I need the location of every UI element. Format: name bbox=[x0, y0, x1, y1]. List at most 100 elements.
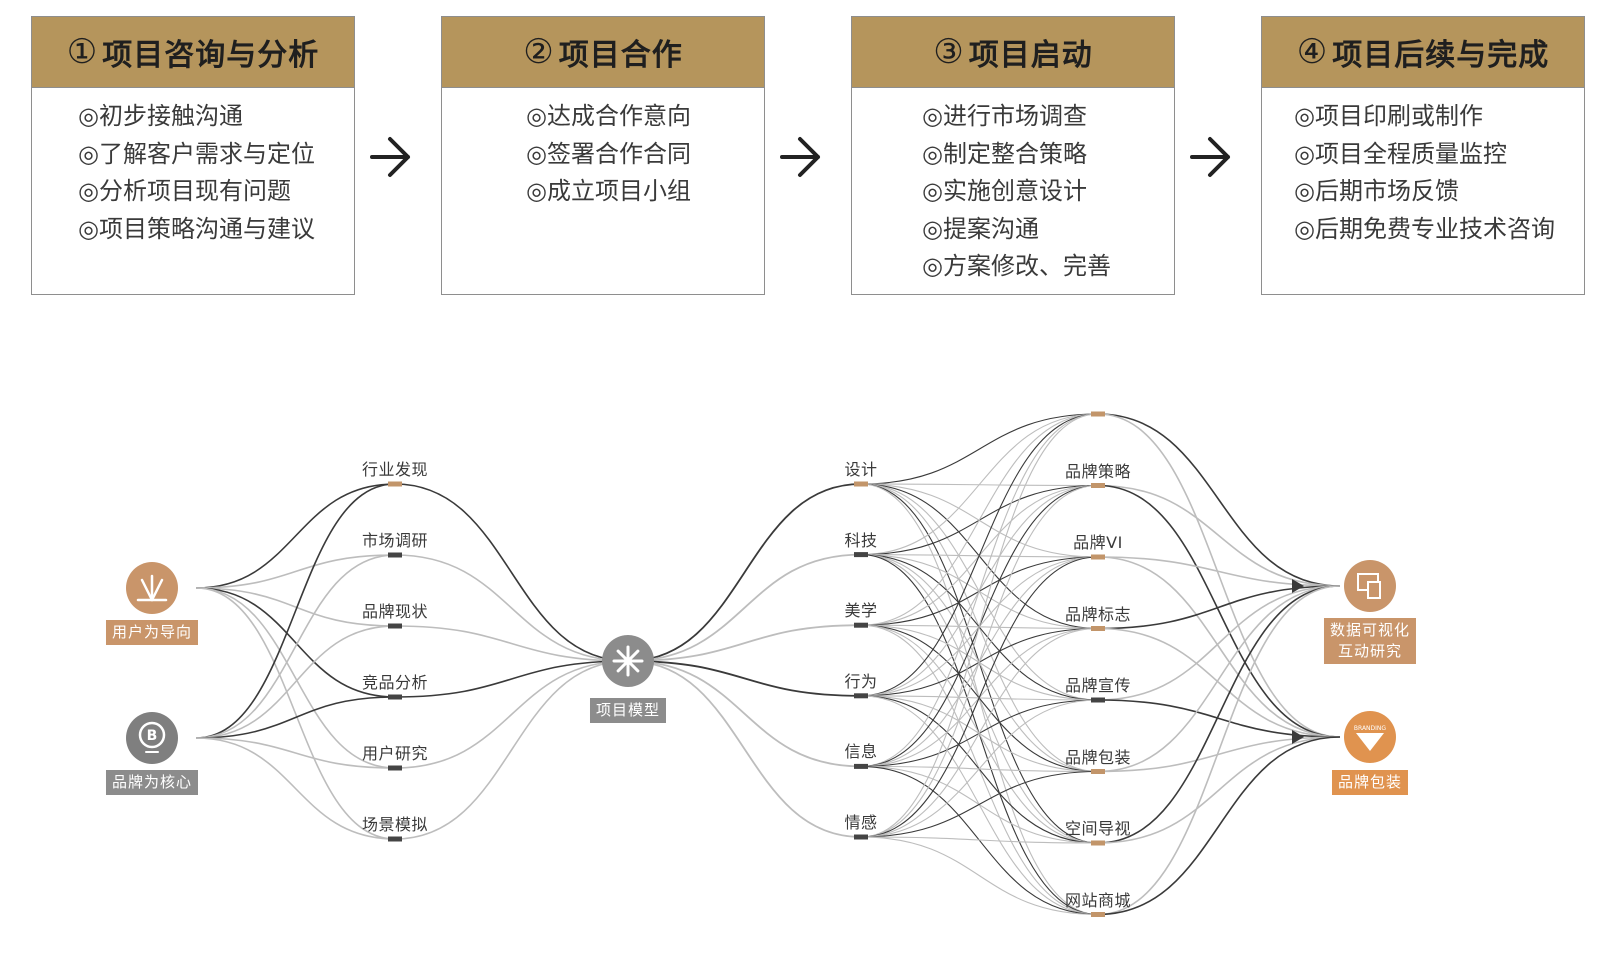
network-link bbox=[860, 413, 1099, 697]
service-node-label: 空间导视 bbox=[1064, 819, 1132, 838]
dimension-node-label: 情感 bbox=[844, 813, 878, 832]
dimension-node-label: 科技 bbox=[844, 530, 878, 550]
stage-item: 项目全程质量监控 bbox=[1294, 136, 1584, 174]
network-link bbox=[627, 483, 862, 662]
service-node-label: 网站商城 bbox=[1064, 890, 1132, 910]
network-link bbox=[1097, 627, 1341, 738]
network-link bbox=[195, 483, 396, 589]
arrow-right-icon bbox=[780, 137, 820, 177]
network-link bbox=[860, 413, 1099, 626]
research-node-label: 行业发现 bbox=[361, 460, 429, 479]
research-node-label: 品牌现状 bbox=[361, 602, 429, 621]
node-marker bbox=[388, 765, 402, 771]
network-link bbox=[860, 770, 1099, 838]
stage-item: 制定整合策略 bbox=[922, 136, 1174, 174]
node-marker bbox=[854, 622, 868, 628]
stage-item-list: 达成合作意向 签署合作合同 成立项目小组 bbox=[442, 88, 764, 211]
service-node-label: 品牌VI bbox=[1073, 533, 1123, 552]
network-link bbox=[394, 625, 629, 662]
network-link bbox=[1097, 736, 1341, 916]
network-link bbox=[860, 484, 1099, 838]
svg-text:BRANDING: BRANDING bbox=[1354, 725, 1387, 732]
research-node-label: 市场调研 bbox=[361, 531, 429, 550]
dimension-node-label: 行为 bbox=[844, 671, 878, 691]
stage-title: 项目合作 bbox=[558, 38, 683, 73]
node-marker bbox=[388, 694, 402, 700]
source-badge: 用户为导向 bbox=[105, 620, 199, 645]
stage-number: ④ bbox=[1296, 32, 1329, 72]
node-marker bbox=[1091, 840, 1105, 846]
stage-item: 后期免费专业技术咨询 bbox=[1294, 211, 1584, 249]
stage-card-4: ④ 项目后续与完成 项目印刷或制作 项目全程质量监控 后期市场反馈 后期免费专业… bbox=[1261, 16, 1585, 295]
devices-icon bbox=[1344, 560, 1396, 612]
research-node-label: 场景模拟 bbox=[361, 815, 429, 834]
network-link bbox=[1097, 585, 1341, 773]
network-link bbox=[1097, 736, 1341, 844]
dimension-node-label: 美学 bbox=[844, 601, 878, 621]
network-link bbox=[394, 660, 629, 769]
stage-title: 项目后续与完成 bbox=[1332, 38, 1550, 73]
service-node-label: 品牌宣传 bbox=[1064, 676, 1132, 695]
service-node-label: 品牌标志 bbox=[1064, 604, 1132, 624]
stage-item: 后期市场反馈 bbox=[1294, 173, 1584, 211]
node-marker bbox=[1091, 483, 1105, 488]
arrowhead-icon bbox=[1292, 579, 1304, 593]
network-link bbox=[195, 554, 396, 589]
node-marker bbox=[388, 552, 402, 558]
stage-number: ① bbox=[66, 32, 99, 72]
stage-item: 了解客户需求与定位 bbox=[78, 136, 354, 174]
stage-card-3: ③ 项目启动 进行市场调查 制定整合策略 实施创意设计 提案沟通 方案修改、完善 bbox=[851, 16, 1175, 295]
network-link bbox=[195, 625, 396, 739]
network-link bbox=[1097, 413, 1341, 587]
network-link bbox=[1097, 585, 1341, 701]
network-link bbox=[860, 699, 1099, 838]
stage-header: ① 项目咨询与分析 bbox=[32, 17, 354, 88]
stage-header: ④ 项目后续与完成 bbox=[1262, 17, 1584, 88]
network-link bbox=[1097, 556, 1341, 738]
network-link bbox=[195, 587, 396, 627]
node-marker bbox=[1091, 411, 1105, 417]
stage-item-list: 初步接触沟通 了解客户需求与定位 分析项目现有问题 项目策略沟通与建议 bbox=[32, 88, 354, 248]
stage-header: ③ 项目启动 bbox=[852, 17, 1174, 88]
output-badge: 品牌包装 bbox=[1331, 770, 1409, 795]
research-node-label: 用户研究 bbox=[361, 744, 429, 763]
stage-item: 提案沟通 bbox=[922, 211, 1174, 249]
network-link bbox=[1097, 585, 1341, 916]
network-link bbox=[860, 413, 1099, 485]
node-marker bbox=[388, 623, 402, 629]
network-link bbox=[1097, 585, 1341, 844]
network-link bbox=[627, 660, 862, 768]
lotus-icon bbox=[126, 562, 178, 614]
node-marker bbox=[1091, 697, 1105, 703]
network-link bbox=[860, 836, 1099, 916]
arrow-right-icon bbox=[1190, 137, 1230, 177]
stage-item: 项目策略沟通与建议 bbox=[78, 211, 354, 249]
network-link bbox=[1097, 736, 1341, 773]
node-marker bbox=[1091, 626, 1105, 631]
stage-item: 达成合作意向 bbox=[526, 98, 764, 136]
node-marker bbox=[854, 552, 868, 558]
node-marker bbox=[1091, 554, 1105, 560]
stage-item: 初步接触沟通 bbox=[78, 98, 354, 136]
network-link bbox=[860, 413, 1099, 838]
node-marker bbox=[854, 763, 868, 769]
node-marker bbox=[854, 693, 868, 699]
network-link bbox=[860, 627, 1099, 838]
stage-item: 签署合作合同 bbox=[526, 136, 764, 174]
dimension-node-label: 信息 bbox=[844, 742, 878, 762]
node-marker bbox=[388, 481, 402, 487]
arrow-right-icon bbox=[370, 137, 410, 177]
source-badge: 品牌为核心 bbox=[105, 770, 199, 795]
network-link bbox=[627, 553, 862, 662]
stage-item-list: 项目印刷或制作 项目全程质量监控 后期市场反馈 后期免费专业技术咨询 bbox=[1262, 88, 1584, 248]
network-link bbox=[195, 587, 396, 769]
stage-item: 方案修改、完善 bbox=[922, 248, 1174, 286]
node-marker bbox=[388, 836, 402, 842]
network-link bbox=[860, 556, 1099, 838]
network-link bbox=[860, 836, 1099, 844]
dimension-node-label: 设计 bbox=[844, 460, 878, 479]
hub-badge: 项目模型 bbox=[589, 698, 667, 723]
network-link bbox=[394, 483, 629, 662]
